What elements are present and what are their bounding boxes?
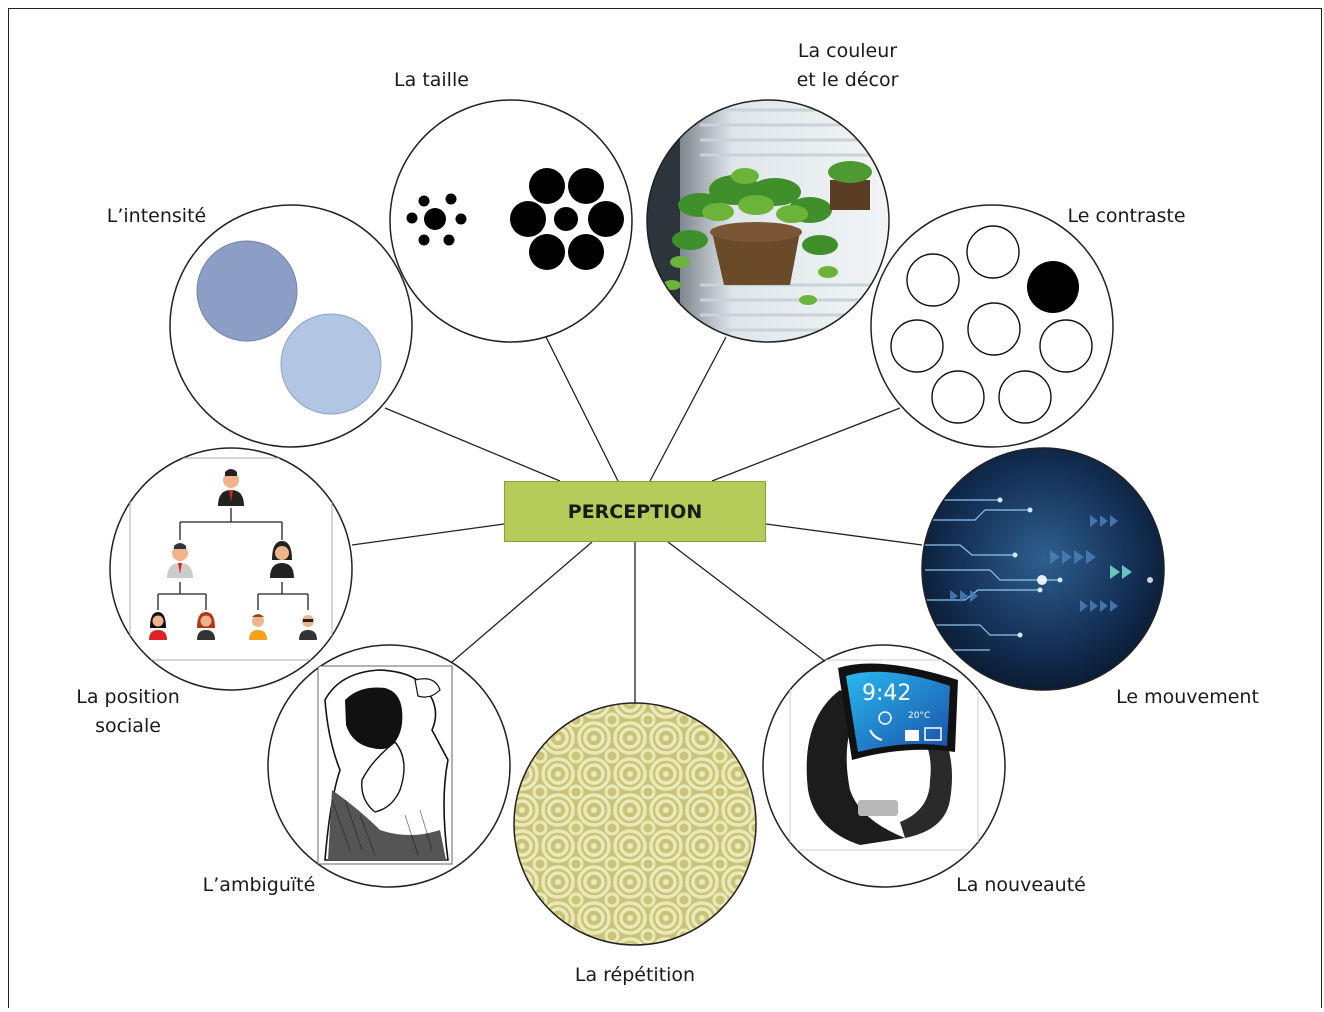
light-blue-disc xyxy=(280,313,382,415)
phone-icon xyxy=(869,729,883,741)
label-position-line1: La position xyxy=(76,686,180,708)
line-taille xyxy=(545,336,619,482)
label-ambiguite: L’ambiguïté xyxy=(202,874,316,896)
small-dots-cluster xyxy=(406,193,467,246)
label-position-sociale: La position sociale xyxy=(64,683,192,741)
line-mouvement xyxy=(765,523,923,546)
person-icon-bottom-3 xyxy=(249,614,267,640)
line-nouveaute xyxy=(667,541,827,663)
circle-couleur-decor xyxy=(646,99,890,343)
person-icon-mid-right xyxy=(270,541,294,578)
weather-icon xyxy=(878,711,892,725)
mail-icon xyxy=(924,727,942,741)
circle-position-sociale xyxy=(109,447,353,691)
label-mouvement: Le mouvement xyxy=(1116,686,1259,708)
label-nouveaute: La nouveauté xyxy=(956,874,1086,896)
circle-contraste xyxy=(870,204,1114,448)
label-couleur-decor: La couleur et le décor xyxy=(785,37,910,95)
line-contraste xyxy=(711,407,901,482)
dark-blue-disc xyxy=(196,240,298,342)
message-icon xyxy=(905,730,919,741)
page-frame xyxy=(8,8,1322,1008)
label-taille: La taille xyxy=(394,69,469,91)
circle-nouveaute: 9:42 20°C xyxy=(762,644,1006,888)
line-couleur xyxy=(649,336,727,482)
circle-repetition xyxy=(513,702,757,946)
line-ambiguite xyxy=(451,541,593,663)
circle-taille xyxy=(389,99,633,343)
connector-lines xyxy=(351,336,923,703)
circle-mouvement xyxy=(921,447,1165,691)
label-couleur-line1: La couleur xyxy=(797,40,898,62)
circle-intensite xyxy=(169,204,413,448)
contrast-black-disc xyxy=(1027,261,1079,313)
label-contraste: Le contraste xyxy=(1067,205,1186,227)
line-position xyxy=(351,523,505,546)
label-couleur-line2: et le décor xyxy=(796,69,899,91)
person-icon-bottom-1 xyxy=(149,612,167,640)
watch-temp: 20°C xyxy=(908,711,930,721)
line-intensite xyxy=(384,407,561,482)
person-icon-top xyxy=(218,469,244,506)
watch-time: 9:42 xyxy=(862,681,911,706)
label-repetition: La répétition xyxy=(574,964,696,986)
big-dots-cluster xyxy=(510,168,624,270)
label-intensite: L’intensité xyxy=(106,205,207,227)
label-position-line2: sociale xyxy=(95,715,161,737)
center-perception-box: PERCEPTION xyxy=(504,481,766,542)
circle-ambiguite xyxy=(267,644,511,888)
watch-screen xyxy=(838,663,958,760)
person-icon-bottom-2 xyxy=(197,612,215,640)
person-icon-bottom-4 xyxy=(299,615,317,640)
person-icon-mid-left xyxy=(167,543,193,578)
